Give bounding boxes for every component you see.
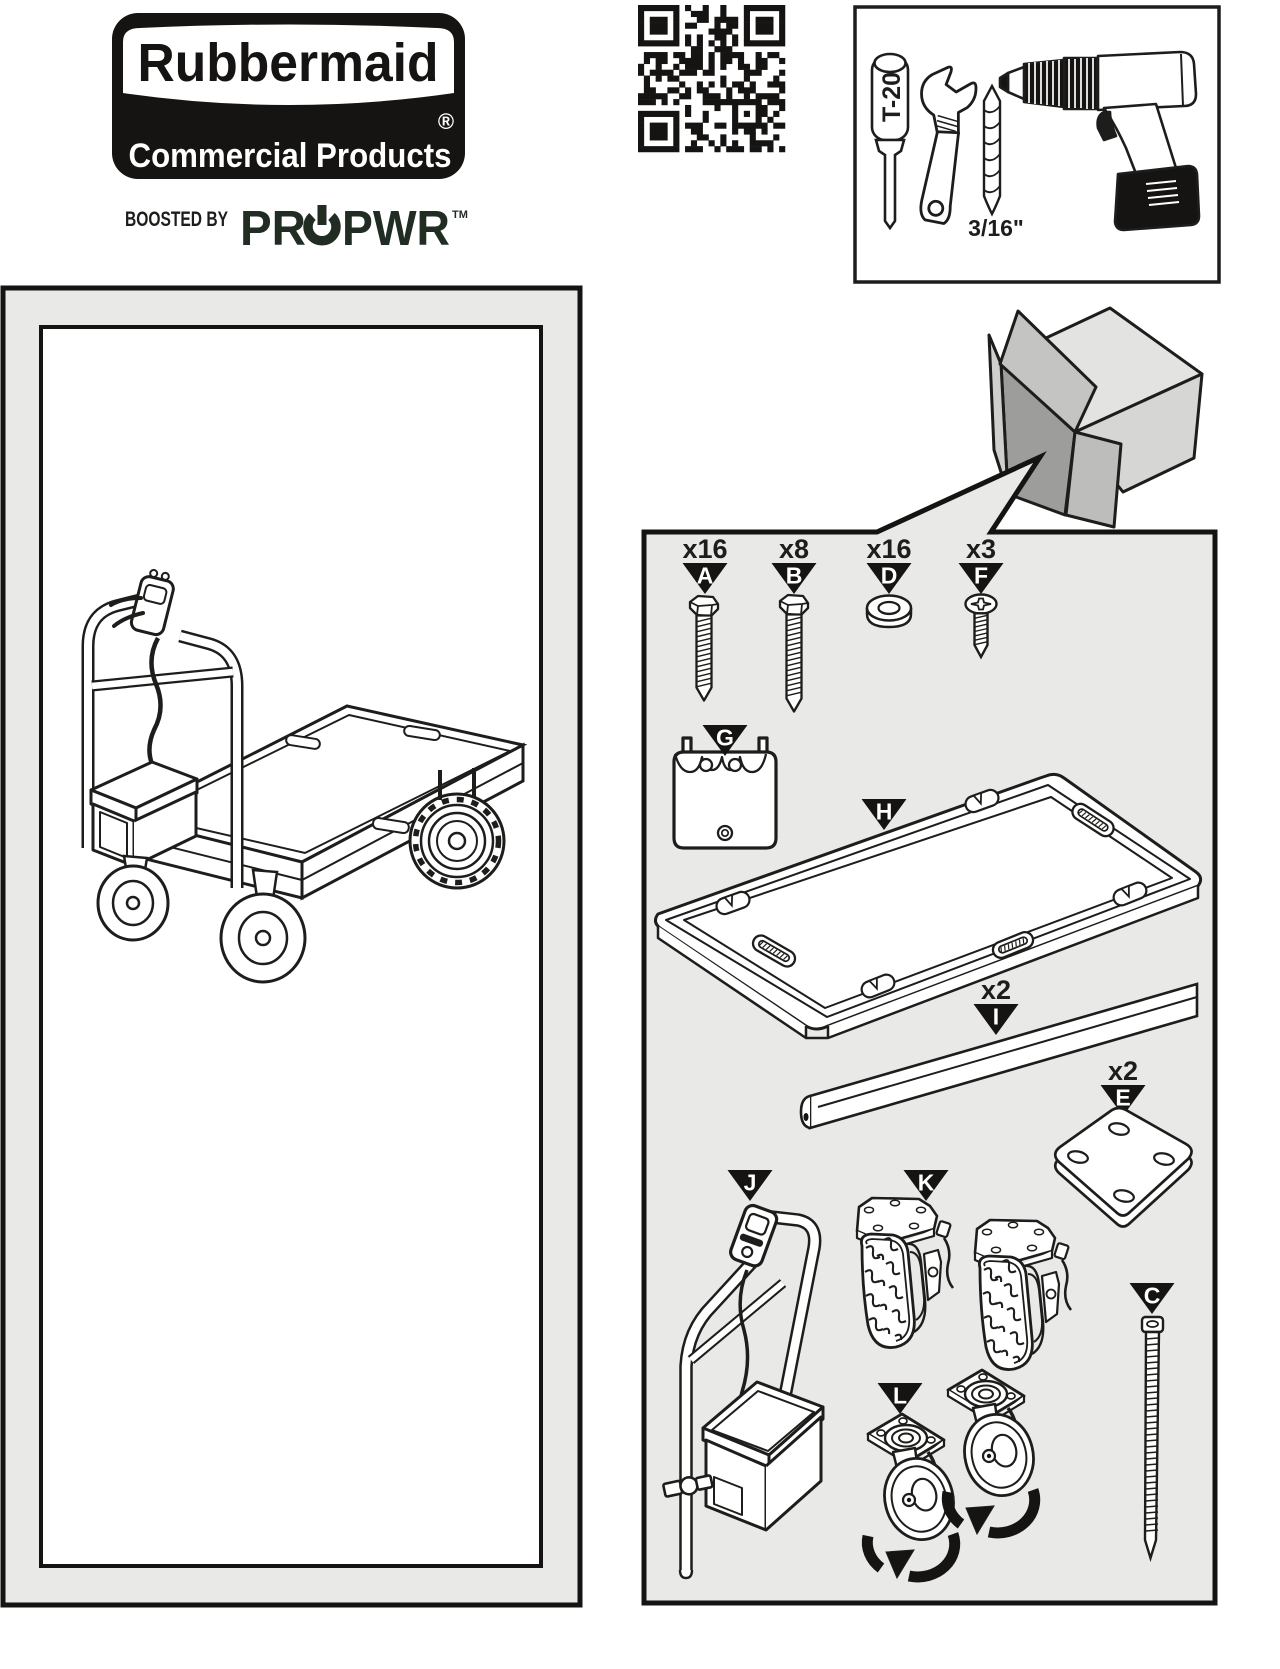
svg-text:PR: PR xyxy=(240,202,306,256)
svg-text:x2: x2 xyxy=(1108,1056,1138,1086)
svg-text:3/16": 3/16" xyxy=(968,215,1024,241)
svg-text:G: G xyxy=(716,725,734,751)
svg-text:x2: x2 xyxy=(981,975,1011,1005)
svg-text:T-20: T-20 xyxy=(878,72,906,122)
svg-text:x16: x16 xyxy=(682,534,727,564)
svg-text:PWR: PWR xyxy=(342,202,450,256)
svg-text:L: L xyxy=(893,1383,907,1409)
svg-text:C: C xyxy=(1144,1283,1161,1309)
svg-text:x8: x8 xyxy=(779,534,809,564)
svg-text:K: K xyxy=(918,1170,935,1196)
svg-text:Commercial Products: Commercial Products xyxy=(129,137,452,175)
svg-text:D: D xyxy=(881,563,898,589)
svg-text:E: E xyxy=(1115,1085,1130,1111)
svg-text:J: J xyxy=(744,1170,757,1196)
svg-text:H: H xyxy=(876,799,893,825)
svg-text:TM: TM xyxy=(452,209,468,221)
svg-text:x16: x16 xyxy=(866,534,911,564)
svg-text:A: A xyxy=(697,563,714,589)
svg-text:B: B xyxy=(786,563,803,589)
svg-text:BOOSTED BY: BOOSTED BY xyxy=(125,208,228,231)
svg-text:x3: x3 xyxy=(966,534,996,564)
svg-text:®: ® xyxy=(438,109,454,134)
svg-text:I: I xyxy=(993,1004,999,1030)
svg-text:Rubbermaid: Rubbermaid xyxy=(138,33,439,93)
svg-text:F: F xyxy=(974,563,988,589)
